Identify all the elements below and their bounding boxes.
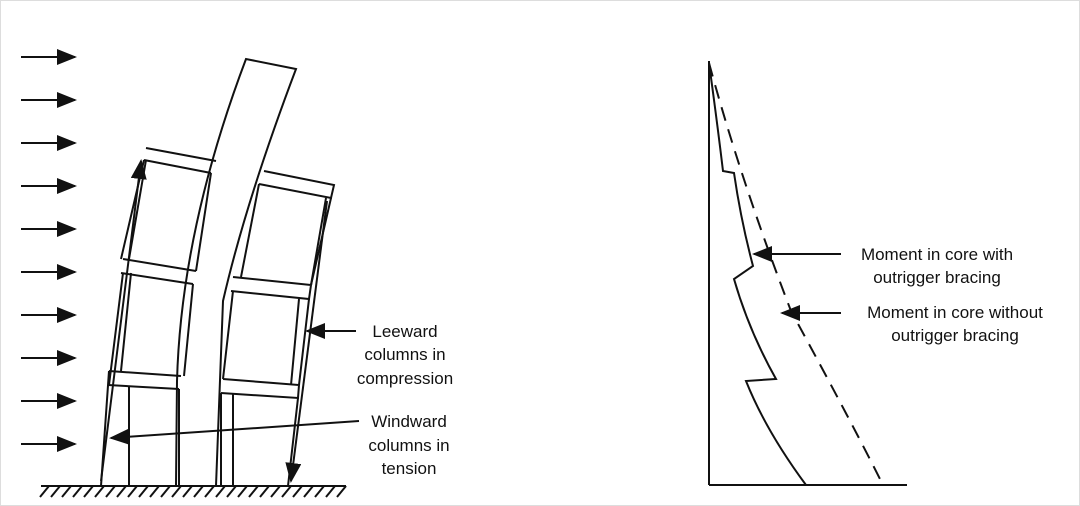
core-wall	[175, 57, 298, 487]
tension-arrow	[100, 159, 147, 482]
ground-hatch	[270, 485, 281, 498]
ground-hatch	[182, 485, 193, 498]
leeward-label-3: compression	[357, 369, 453, 388]
ground-hatch	[281, 485, 292, 498]
ground-hatch	[171, 485, 182, 498]
ground-hatch	[149, 485, 160, 498]
ground-hatch	[116, 485, 127, 498]
ground-hatch	[94, 485, 105, 498]
ground	[39, 485, 347, 498]
ground-hatch	[127, 485, 138, 498]
outrigger-bottom	[107, 370, 301, 400]
windward-label-3: tension	[382, 459, 437, 478]
ground-hatch	[50, 485, 61, 498]
ground-hatch	[160, 485, 171, 498]
moment-without-outrigger	[708, 62, 884, 486]
ground-hatch	[248, 485, 259, 498]
ground-hatch	[204, 485, 215, 498]
ground-hatch	[303, 485, 314, 498]
outrigger-middle	[120, 258, 313, 301]
outrigger-top	[143, 147, 336, 200]
wind-load-arrows	[21, 49, 77, 452]
moment-diagram: Moment in core with outrigger bracing Mo…	[708, 61, 1043, 486]
ground-hatch	[215, 485, 226, 498]
windward-annotation: Windward columns in tension	[109, 412, 450, 478]
ground-hatch	[336, 485, 347, 498]
ground-hatch	[292, 485, 303, 498]
ground-hatch	[226, 485, 237, 498]
ground-hatch	[39, 485, 50, 498]
ground-hatch	[193, 485, 204, 498]
ground-hatch	[105, 485, 116, 498]
leeward-label-1: Leeward	[372, 322, 437, 341]
leeward-annotation: Leeward columns in compression	[305, 322, 453, 388]
ground-hatch	[61, 485, 72, 498]
ground-hatch	[314, 485, 325, 498]
ground-hatch	[72, 485, 83, 498]
with-outrigger-label-2: outrigger bracing	[873, 268, 1001, 287]
building-frame	[100, 57, 336, 487]
ground-hatch	[138, 485, 149, 498]
ground-hatch	[83, 485, 94, 498]
windward-column	[100, 159, 145, 487]
without-outrigger-label-1: Moment in core without	[867, 303, 1043, 322]
with-outrigger-label-1: Moment in core with	[861, 245, 1013, 264]
leeward-label-2: columns in	[364, 345, 445, 364]
windward-label-1: Windward	[371, 412, 447, 431]
windward-label-2: columns in	[368, 436, 449, 455]
ground-hatch	[237, 485, 248, 498]
ground-hatch	[325, 485, 336, 498]
moment-with-outrigger	[708, 62, 807, 486]
compression-arrow	[285, 200, 328, 483]
without-outrigger-label-2: outrigger bracing	[891, 326, 1019, 345]
ground-hatch	[259, 485, 270, 498]
